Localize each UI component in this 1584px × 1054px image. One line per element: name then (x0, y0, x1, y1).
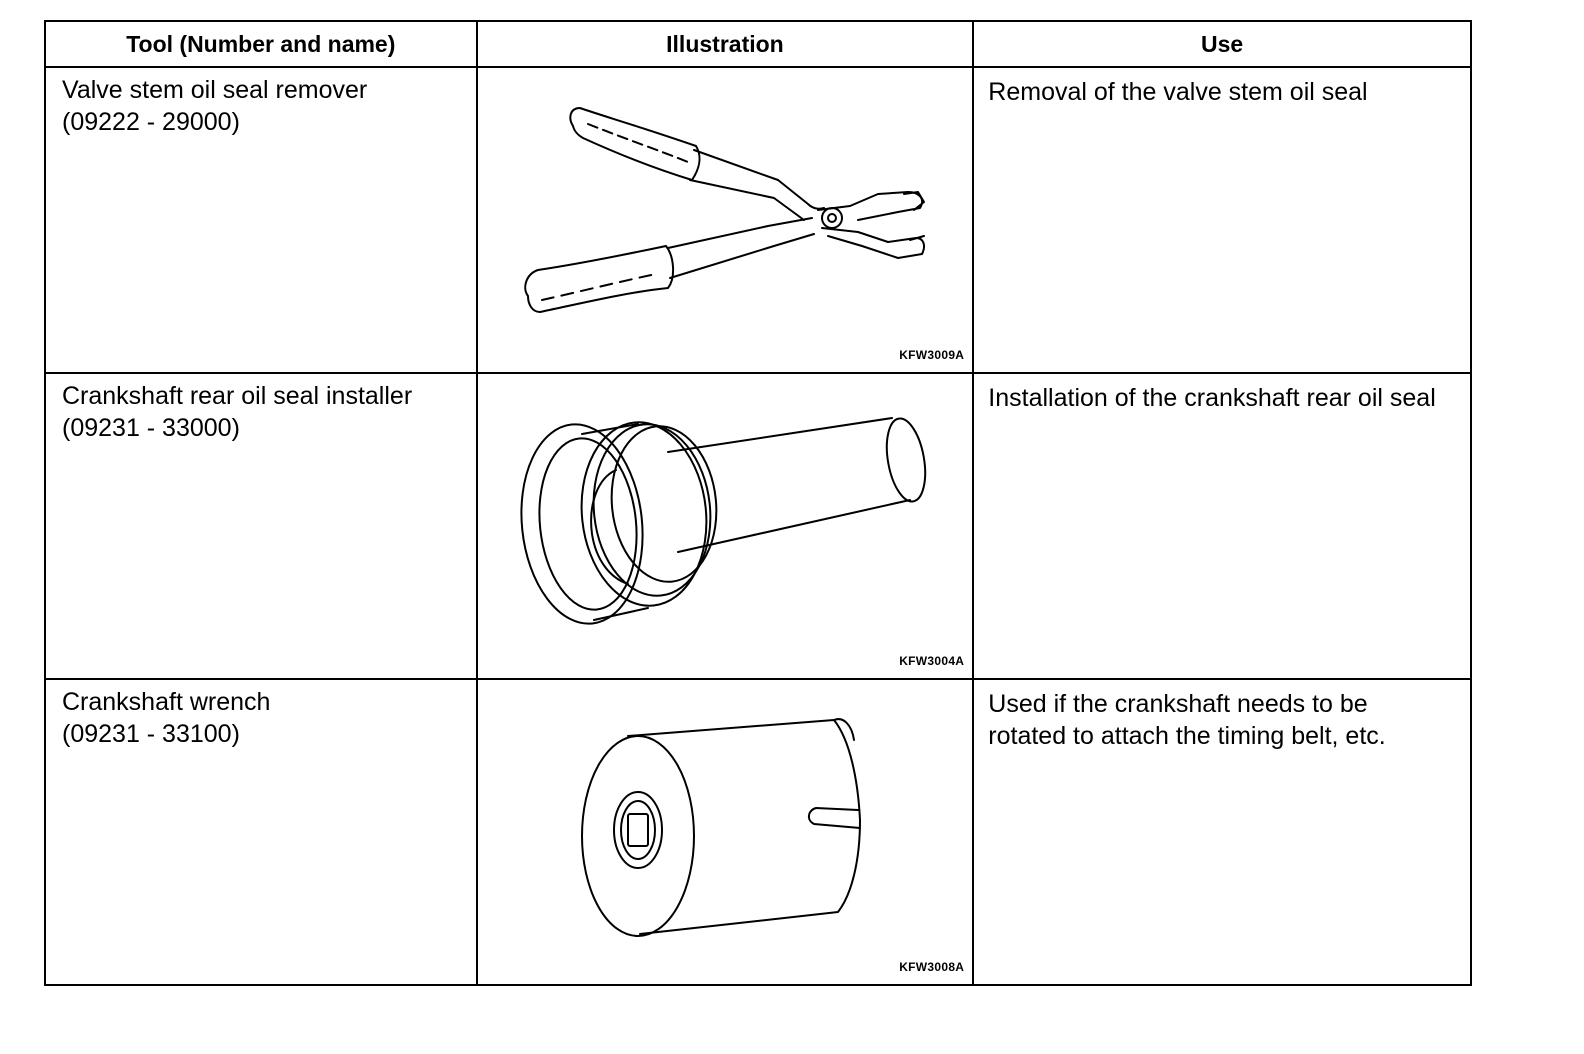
use-text: rotated to attach the timing belt, etc. (988, 722, 1386, 750)
crankshaft-wrench-icon (580, 718, 861, 937)
use-text: Installation of the crankshaft rear oil … (988, 384, 1436, 412)
use-text: Removal of the valve stem oil seal (988, 78, 1368, 106)
illustration-cell: KFW3008A (475, 678, 975, 986)
figure-code: KFW3004A (899, 654, 965, 668)
tool-name: Crankshaft wrench (62, 688, 271, 716)
table-row: Crankshaft rear oil seal installer (0923… (44, 372, 1472, 680)
illustration-cell: KFW3009A (475, 66, 975, 374)
tool-cell: Crankshaft rear oil seal installer (0923… (44, 372, 478, 680)
tool-number: (09231 - 33100) (62, 720, 240, 748)
tool-name: Valve stem oil seal remover (62, 76, 368, 104)
tool-cell: Valve stem oil seal remover (09222 - 290… (44, 66, 478, 374)
header-tool: Tool (Number and name) (44, 20, 478, 68)
use-text: Used if the crankshaft needs to be (988, 690, 1368, 718)
use-cell: Installation of the crankshaft rear oil … (972, 372, 1472, 680)
tool-number: (09222 - 29000) (62, 108, 240, 136)
use-cell: Used if the crankshaft needs to be rotat… (972, 678, 1472, 986)
tool-number: (09231 - 33000) (62, 414, 240, 442)
header-use: Use (972, 20, 1472, 68)
illustration-cell: KFW3004A (475, 372, 975, 680)
tool-name: Crankshaft rear oil seal installer (62, 382, 413, 410)
special-tools-table: Tool (Number and name) Illustration Use … (44, 20, 1472, 986)
figure-code: KFW3008A (899, 960, 965, 974)
table-row: Crankshaft wrench (09231 - 33100) (44, 678, 1472, 986)
figure-code: KFW3009A (899, 348, 965, 362)
table-row: Valve stem oil seal remover (09222 - 290… (44, 66, 1472, 374)
tool-cell: Crankshaft wrench (09231 - 33100) (44, 678, 478, 986)
header-illustration: Illustration (475, 20, 975, 68)
header-row: Tool (Number and name) Illustration Use (44, 20, 1472, 68)
use-cell: Removal of the valve stem oil seal (972, 66, 1472, 374)
pliers-remover-icon (523, 107, 925, 313)
seal-installer-icon (520, 417, 926, 625)
